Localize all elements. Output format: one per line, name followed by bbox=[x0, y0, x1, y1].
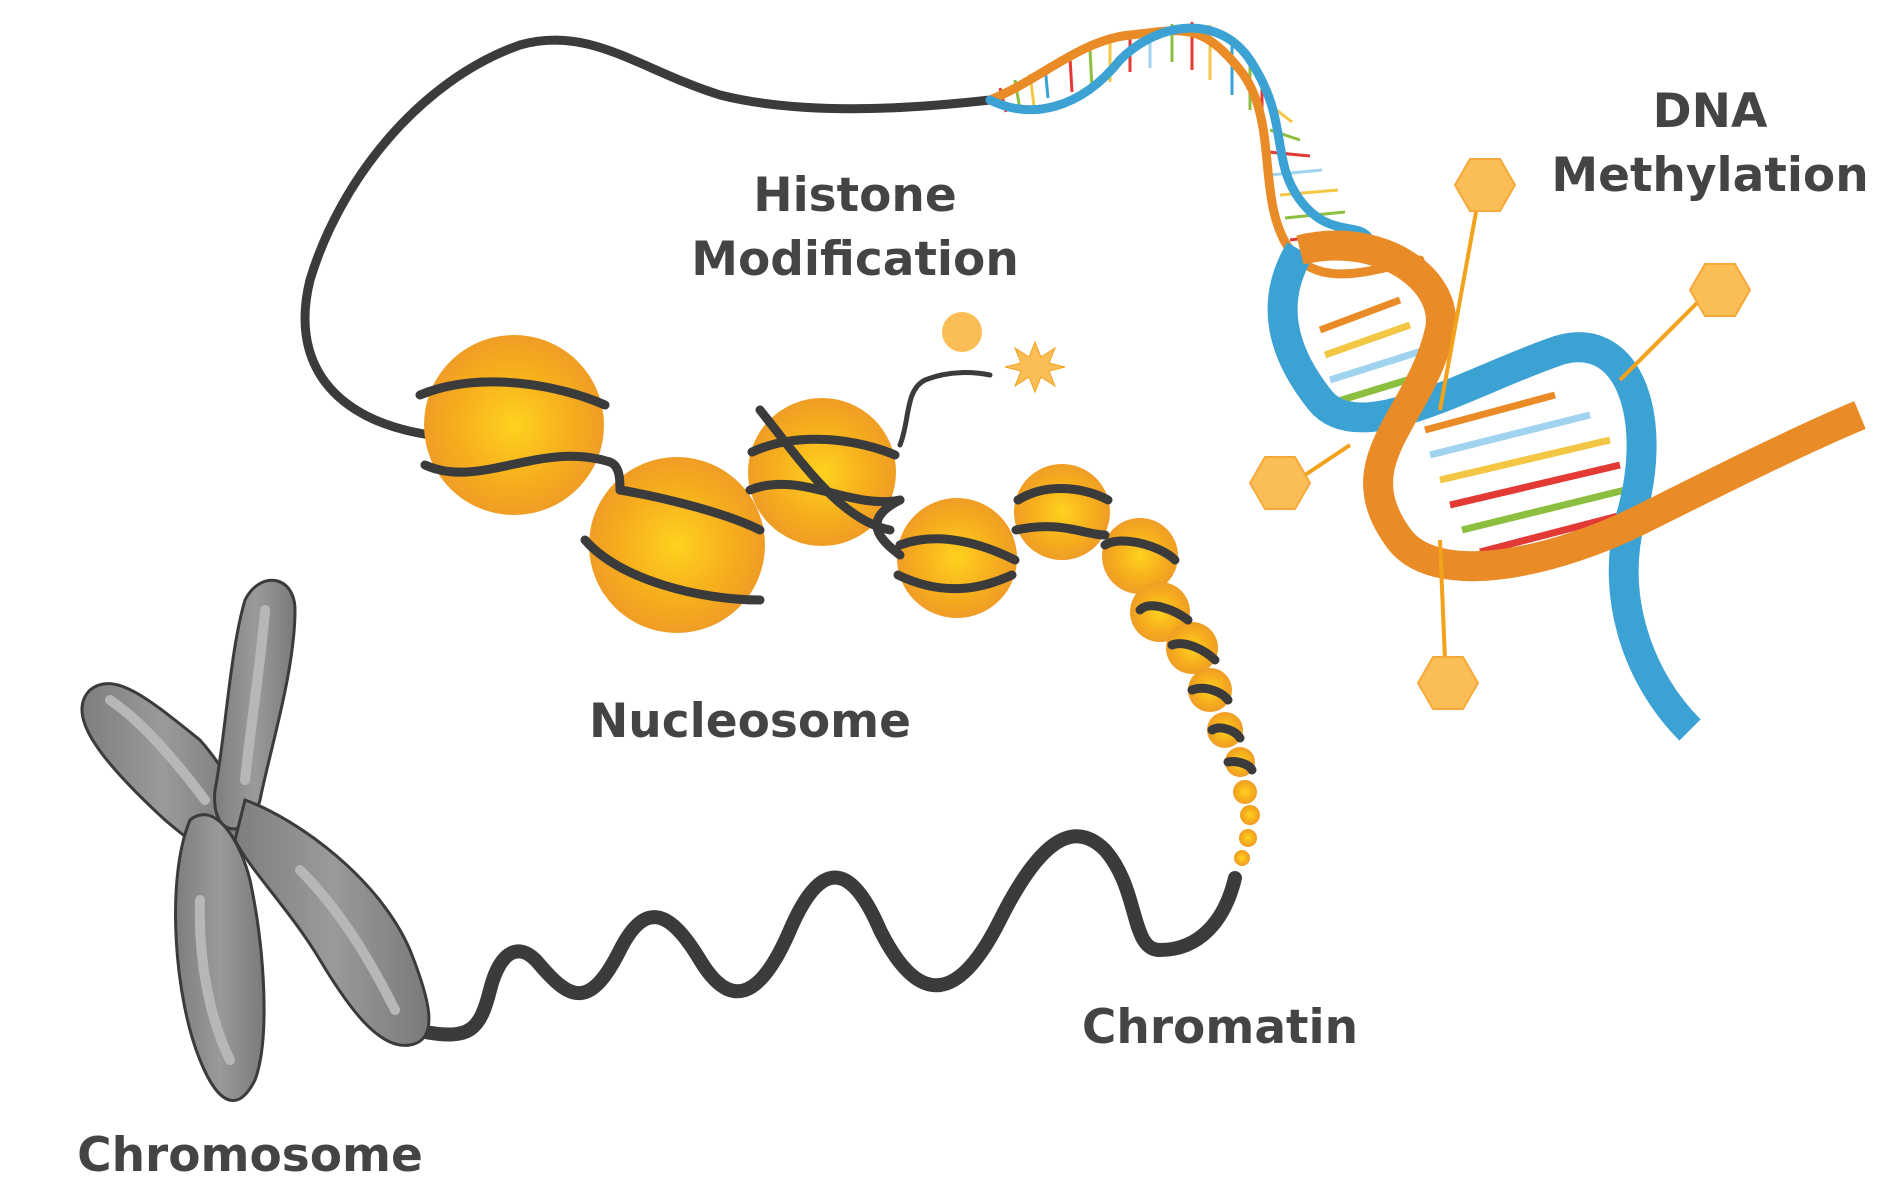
nucleosome-4 bbox=[897, 498, 1017, 618]
methyl-hexagon-4 bbox=[1416, 656, 1480, 710]
chromatin-label: Chromatin bbox=[1081, 1000, 1359, 1055]
modification-star bbox=[1004, 340, 1066, 394]
upper-strand-blue bbox=[985, 23, 1375, 245]
dna-loop-strand bbox=[300, 35, 995, 440]
dna-methylation-label: DNA Methylation bbox=[1540, 80, 1880, 208]
chromosome-arm-lower-left bbox=[174, 813, 266, 1102]
nucleosome-15 bbox=[1234, 850, 1250, 866]
chromatin-strand bbox=[418, 829, 1242, 1042]
histone-tail bbox=[897, 312, 1066, 448]
methyl-groups bbox=[1248, 158, 1752, 710]
methyl-hexagon-1 bbox=[1453, 158, 1517, 212]
histone-label-line1: Histone bbox=[753, 168, 957, 223]
nucleosome-wraps bbox=[415, 377, 1257, 775]
lower-strand-orange bbox=[1296, 230, 1866, 582]
histone-label-line2: Modification bbox=[691, 232, 1019, 287]
nucleosome-5 bbox=[1014, 464, 1110, 560]
dna-helix-lower bbox=[1267, 230, 1866, 741]
dna-label-line1: DNA bbox=[1652, 84, 1768, 139]
histone-modification-label: Histone Modification bbox=[660, 164, 1050, 292]
nucleosome-13 bbox=[1240, 805, 1260, 825]
nucleosome-14 bbox=[1239, 829, 1257, 847]
upper-strand-orange bbox=[985, 26, 1425, 279]
modification-dot bbox=[942, 312, 982, 352]
nucleosome-label: Nucleosome bbox=[588, 694, 912, 749]
upper-base-pairs bbox=[998, 22, 1361, 264]
lower-strand-blue bbox=[1267, 242, 1701, 741]
chromosome-shape bbox=[80, 578, 431, 1102]
dna-label-line2: Methylation bbox=[1551, 148, 1869, 203]
nucleosome-7 bbox=[1130, 582, 1190, 642]
nucleosomes bbox=[424, 335, 1260, 866]
nucleosome-2 bbox=[589, 457, 765, 633]
methyl-hexagon-2 bbox=[1688, 263, 1752, 317]
nucleosome-12 bbox=[1233, 780, 1257, 804]
methyl-hexagon-3 bbox=[1248, 456, 1312, 510]
chromosome-label: Chromosome bbox=[77, 1128, 423, 1183]
nucleosome-1 bbox=[424, 335, 604, 515]
